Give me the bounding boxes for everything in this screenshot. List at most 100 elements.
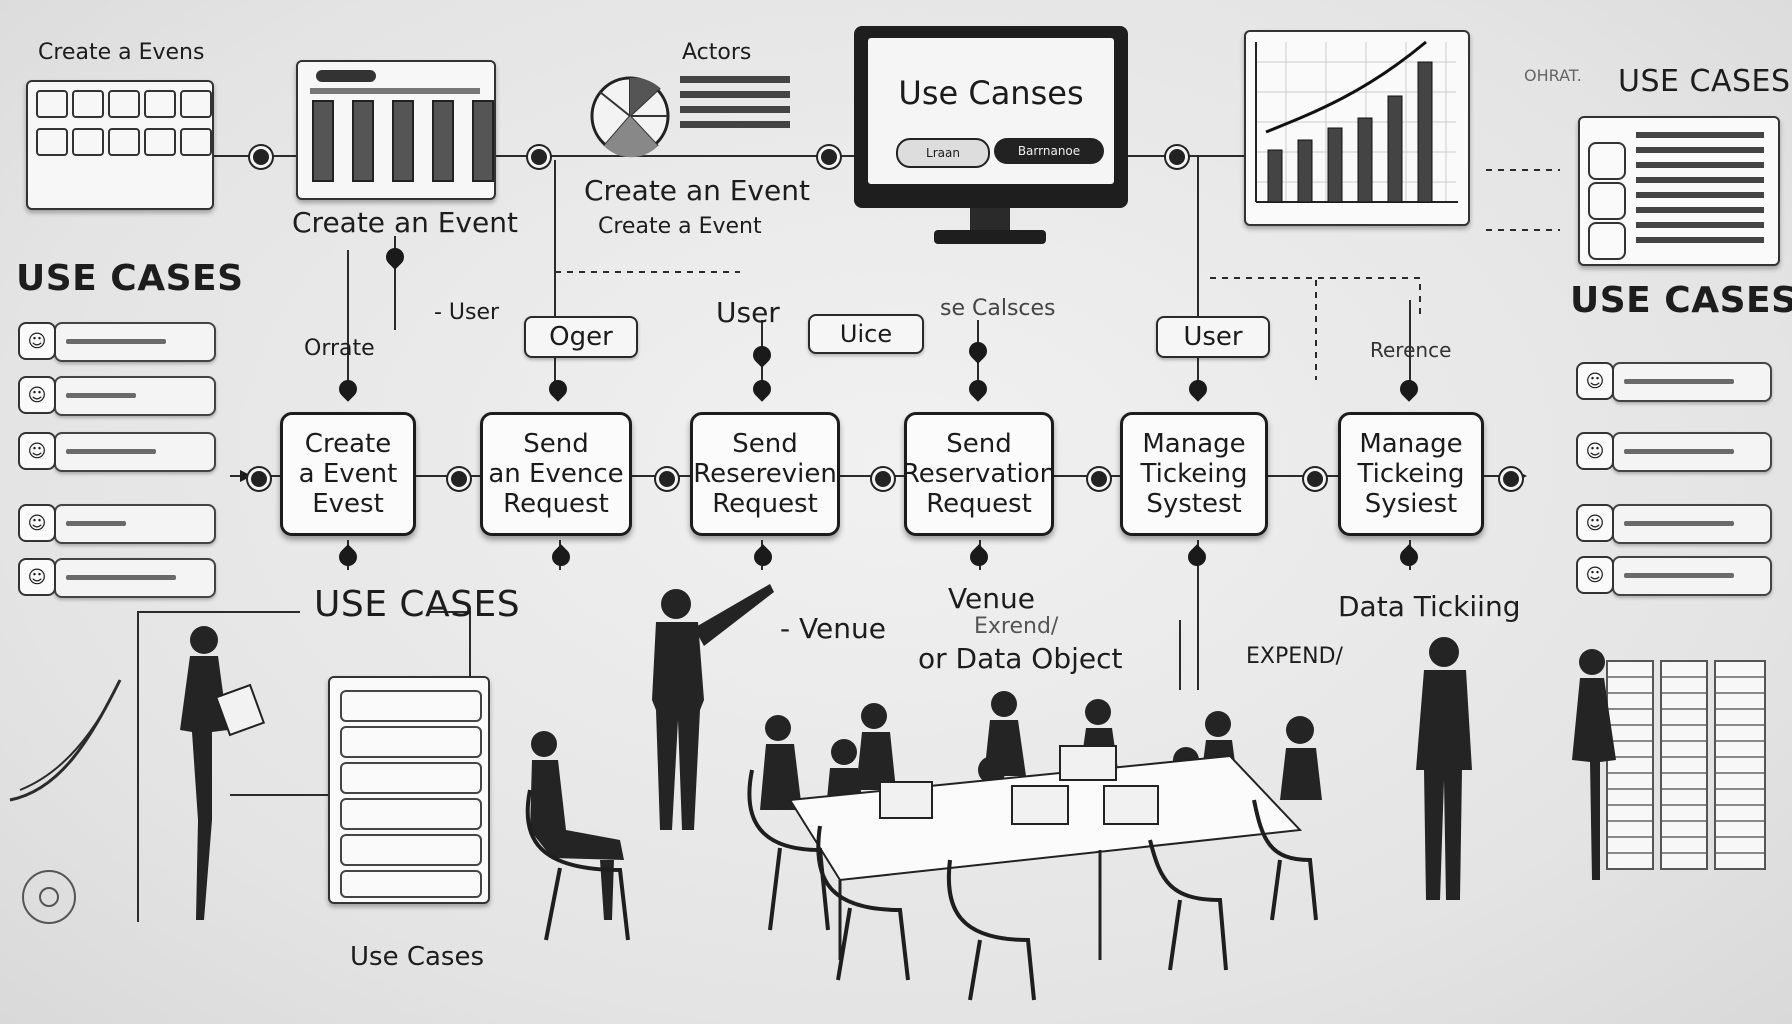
- card-row[interactable]: [340, 870, 482, 898]
- person-silhouette: [1416, 637, 1472, 900]
- card-row[interactable]: [340, 690, 482, 722]
- flow-step-label: Send Reserevien Request: [693, 429, 837, 519]
- connector-dot: [250, 146, 272, 168]
- laptop: [1059, 745, 1117, 781]
- person-silhouette: [652, 584, 774, 830]
- heading-actors: Actors: [682, 40, 752, 65]
- tag-uice: Uice: [808, 314, 924, 354]
- connector-dot: [528, 146, 550, 168]
- heading-use-cases-center: USE CASES: [314, 584, 521, 625]
- flow-step-label: Send an Evence Request: [488, 429, 624, 519]
- bar-chart-graphic: [1255, 40, 1458, 203]
- grid-icon: [144, 90, 176, 118]
- list-icon: [1588, 142, 1626, 180]
- spreadsheet-panel: [1606, 660, 1766, 870]
- right-list-item[interactable]: ☺: [1576, 432, 1772, 472]
- bar-column: [432, 100, 454, 182]
- pie-chart-icon: [590, 76, 670, 158]
- laptop: [1103, 785, 1159, 825]
- spreadsheet-column: [1606, 660, 1654, 870]
- left-list-item[interactable]: ☺: [18, 558, 216, 598]
- left-list-item[interactable]: ☺: [18, 504, 216, 544]
- tag-oger: Oger: [524, 316, 638, 358]
- label-data-ticking: Data Tickiing: [1338, 590, 1521, 623]
- tag-user: User: [1156, 316, 1270, 358]
- flow-step-4[interactable]: Send Reservation Request: [901, 412, 1057, 536]
- person-silhouette: [856, 703, 896, 790]
- person-icon: ☺: [1576, 362, 1614, 400]
- connector-dot: [818, 146, 840, 168]
- connector-dot: [1304, 468, 1326, 490]
- bar-panel: [296, 60, 496, 200]
- person-icon: ☺: [18, 558, 56, 596]
- laptop: [879, 781, 933, 819]
- flow-step-3[interactable]: Send Reserevien Request: [690, 412, 840, 536]
- label-expend: EXPEND/: [1246, 644, 1343, 669]
- connector-dot: [656, 468, 678, 490]
- flow-step-5[interactable]: Manage Tickeing Systest: [1120, 412, 1268, 536]
- connector-dot: [448, 468, 470, 490]
- label-user-mid: User: [716, 296, 780, 329]
- flow-step-label: Manage Tickeing Systest: [1140, 429, 1248, 519]
- right-list-item[interactable]: ☺: [1576, 504, 1772, 544]
- connector-dot: [248, 468, 270, 490]
- grid-icon: [180, 90, 212, 118]
- icon-grid: [36, 90, 212, 156]
- actors-lines: [680, 76, 790, 136]
- bar-chart-panel: [1244, 30, 1470, 226]
- heading-use-cases-top-right: USE CASES: [1618, 64, 1791, 99]
- card-row[interactable]: [340, 834, 482, 866]
- label-create-an-event: Create an Event: [292, 206, 518, 239]
- card-row[interactable]: [340, 762, 482, 794]
- label-user-left: - User: [434, 300, 500, 325]
- flow-step-label: Create a Event Evest: [298, 429, 398, 519]
- label-data-object: or Data Object: [918, 642, 1123, 675]
- person-icon: ☺: [18, 432, 56, 470]
- bar-column: [352, 100, 374, 182]
- monitor-button-1[interactable]: Lraan: [896, 138, 990, 168]
- monitor-stand: [934, 230, 1046, 244]
- icon-grid-panel: [26, 80, 214, 210]
- label-venue-mid: Venue: [948, 582, 1035, 615]
- heading-use-cases-left: USE CASES: [16, 258, 244, 299]
- right-list-item[interactable]: ☺: [1576, 556, 1772, 596]
- flow-step-6[interactable]: Manage Tickeing Sysiest: [1338, 412, 1484, 536]
- grid-icon: [108, 128, 140, 156]
- left-list-item[interactable]: ☺: [18, 376, 216, 416]
- grid-icon: [36, 90, 68, 118]
- left-list-item[interactable]: ☺: [18, 322, 216, 362]
- monitor-screen: Use Canses Lraan Barrnanoe: [868, 38, 1114, 184]
- flow-step-label: Send Reservation Request: [901, 429, 1057, 519]
- right-list-panel: [1578, 116, 1780, 266]
- right-list-item[interactable]: ☺: [1576, 362, 1772, 402]
- bar-panel-header: [316, 70, 376, 82]
- card-row[interactable]: [340, 798, 482, 830]
- flow-step-1[interactable]: Create a Event Evest: [280, 412, 416, 536]
- monitor-button-2[interactable]: Barrnanoe: [994, 138, 1104, 164]
- person-icon: ☺: [18, 504, 56, 542]
- person-silhouette: [530, 731, 624, 920]
- heading-create-a-evens: Create a Evens: [38, 40, 205, 65]
- connector-dot: [872, 468, 894, 490]
- spreadsheet-column: [1660, 660, 1708, 870]
- bar-columns: [312, 100, 494, 182]
- monitor: Use Canses Lraan Barrnanoe: [854, 26, 1128, 208]
- card-row[interactable]: [340, 726, 482, 758]
- person-icon: ☺: [1576, 556, 1614, 594]
- label-create-an-event-2: Create an Event: [584, 174, 810, 207]
- person-icon: ☺: [18, 322, 56, 360]
- flow-step-2[interactable]: Send an Evence Request: [480, 412, 632, 536]
- person-icon: ☺: [1576, 504, 1614, 542]
- right-list-lines: [1636, 132, 1764, 252]
- target-icon: [22, 870, 76, 924]
- person-silhouette: [180, 626, 266, 920]
- left-list-item[interactable]: ☺: [18, 432, 216, 472]
- grid-icon: [180, 128, 212, 156]
- person-icon: ☺: [18, 376, 56, 414]
- bar-column: [312, 100, 334, 182]
- heading-use-cases-bottom: Use Cases: [350, 942, 485, 972]
- person-silhouette: [760, 715, 802, 810]
- grid-icon: [72, 90, 104, 118]
- label-use-caises: se Calsces: [940, 296, 1056, 321]
